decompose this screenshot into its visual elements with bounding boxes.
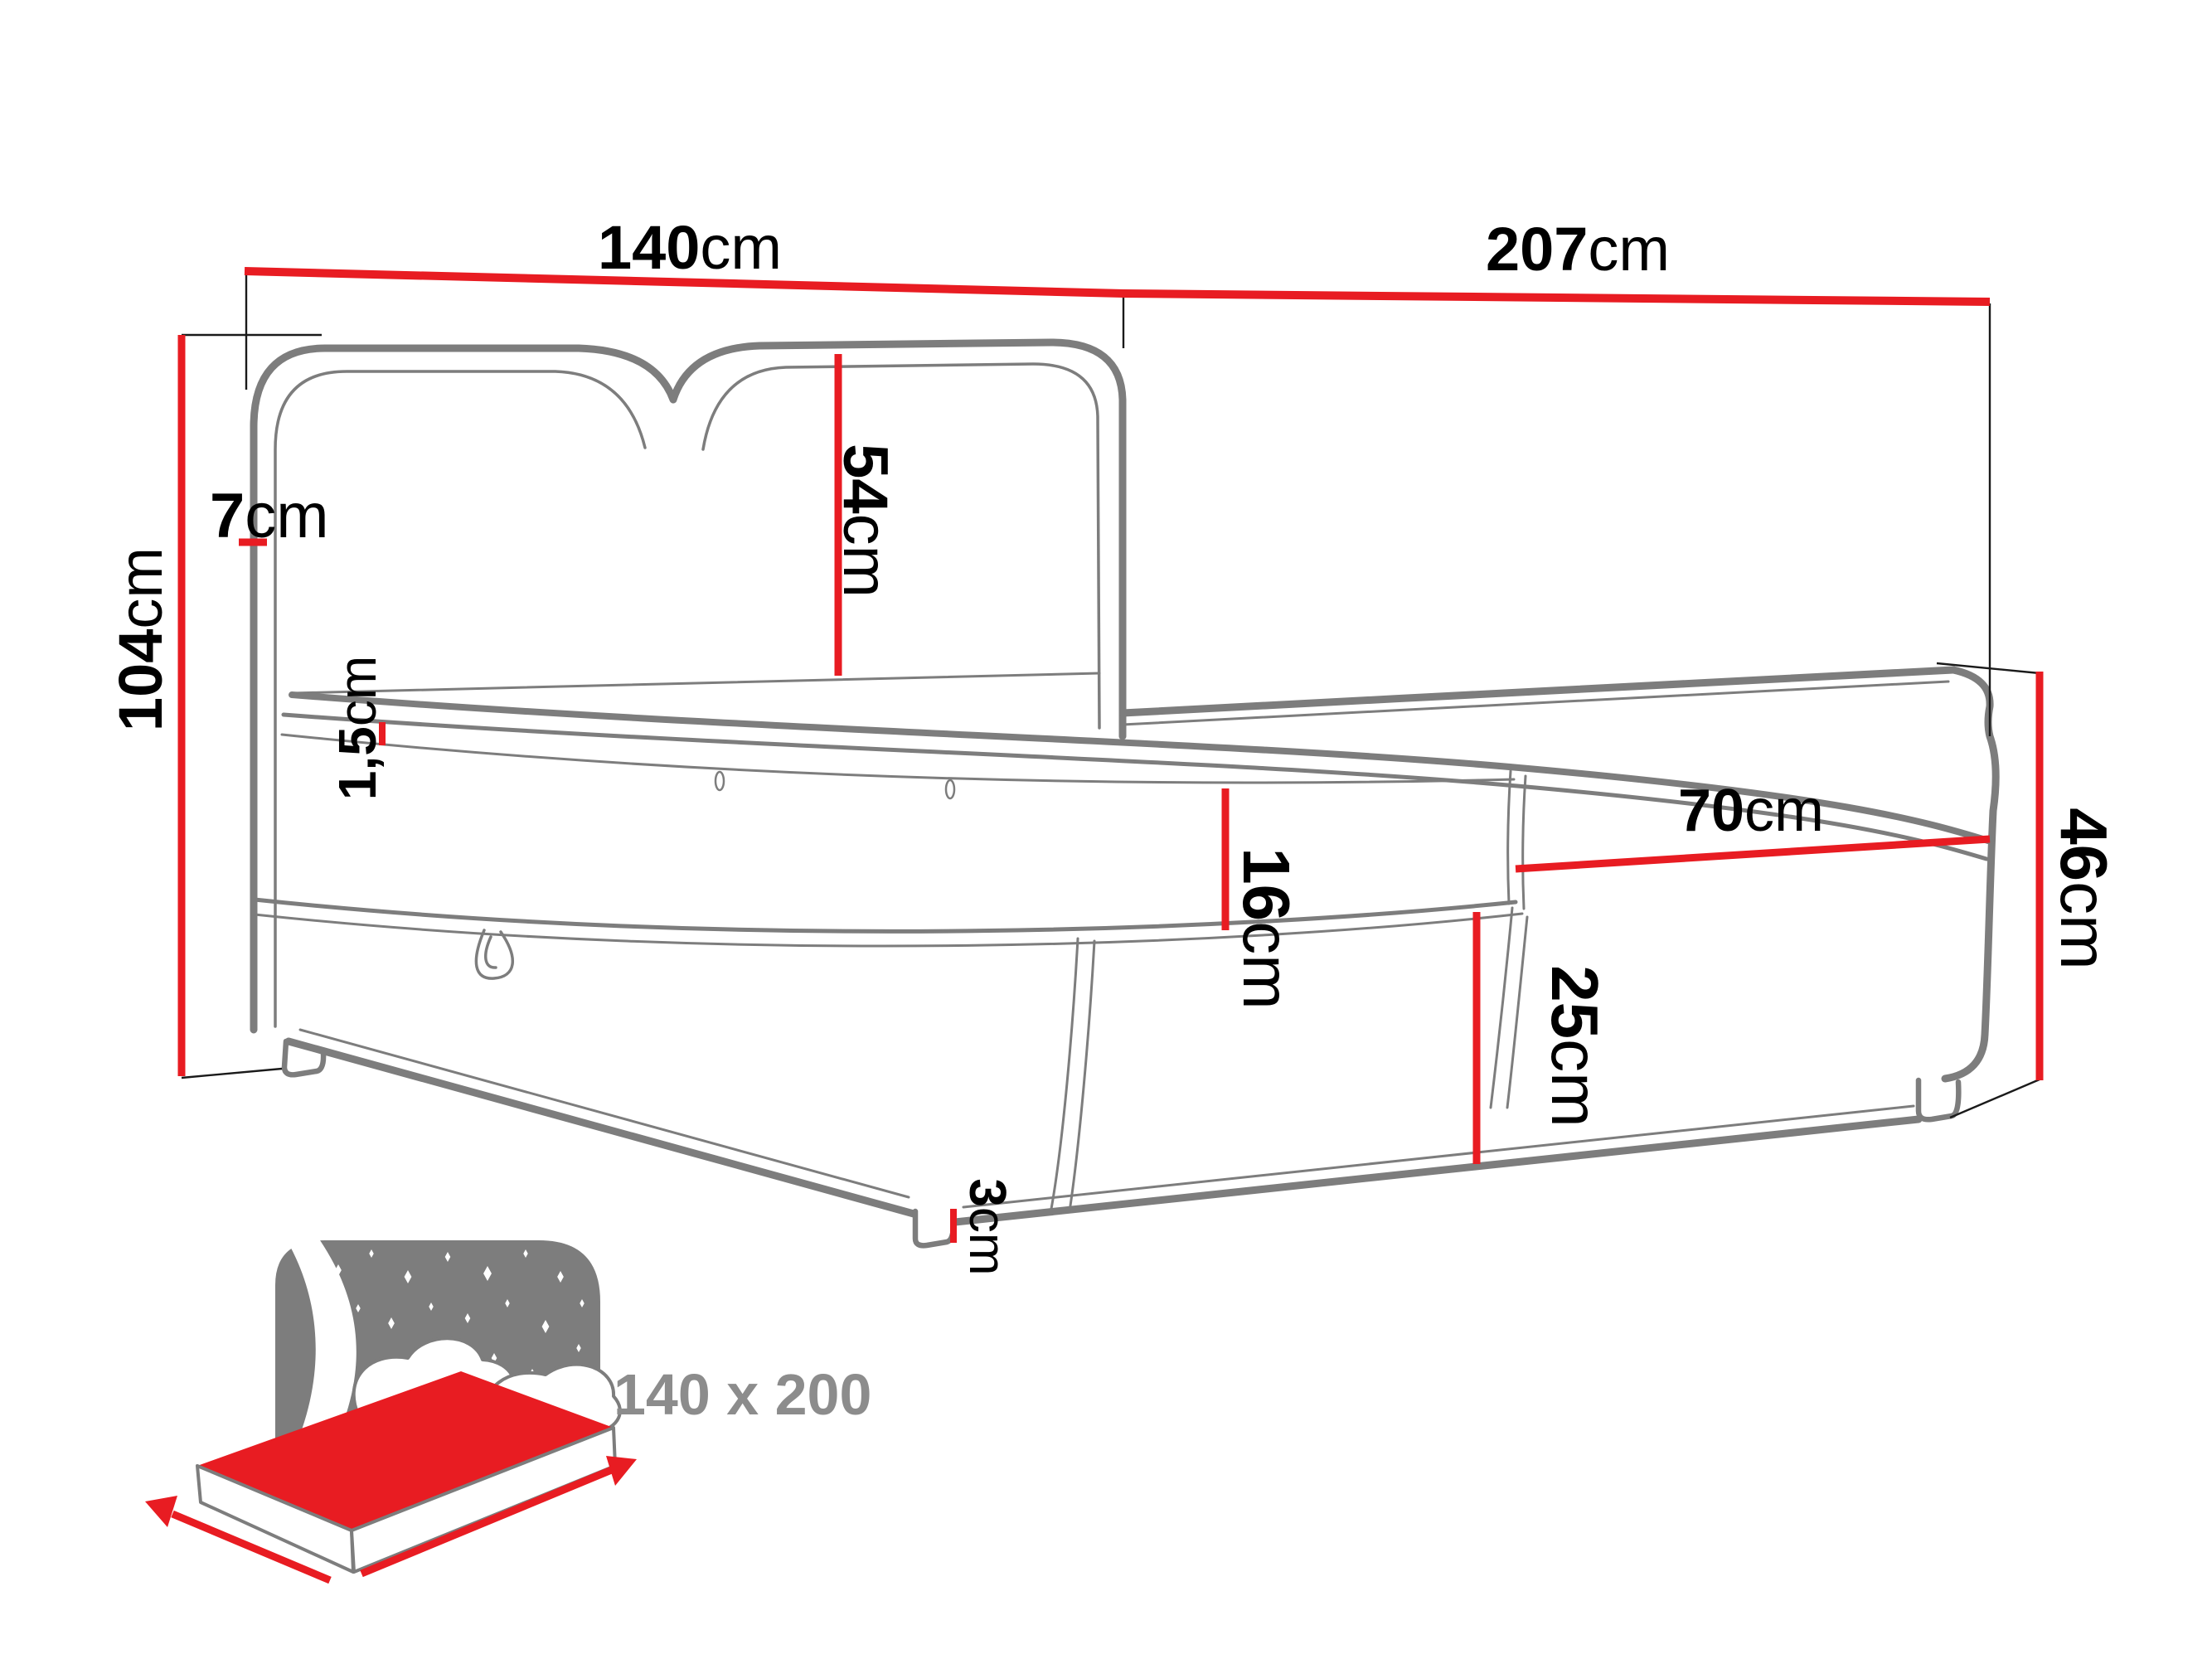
headboard-inner-left — [274, 370, 647, 1028]
corner-seam-lower-b — [1506, 915, 1529, 1109]
front-leg — [912, 1208, 957, 1249]
dim-line-width-length — [244, 267, 1991, 306]
dimension-labels: 140cm 207cm 7cm 104cm 1,5cm 54cm 16cm 70… — [106, 213, 2121, 1276]
corner-seam-upper-a — [1506, 769, 1512, 905]
extension-lines — [181, 274, 2040, 1119]
headboard-inner-right — [701, 362, 1101, 730]
corner-seam-upper-b — [1521, 774, 1527, 910]
foot-bottom-inner-line — [962, 1104, 1915, 1209]
label-base-box-25: 25cm — [1538, 965, 1612, 1128]
storage-handle — [474, 929, 514, 980]
ext-side-top — [1936, 662, 2040, 675]
label-top-box-16: 16cm — [1230, 847, 1303, 1010]
dimension-lines — [177, 267, 2044, 1243]
piping-vent-left — [714, 770, 725, 792]
left-leg — [281, 1038, 327, 1078]
corner-seam-lower-a — [1489, 906, 1514, 1109]
label-side-height-46: 46cm — [2047, 808, 2121, 970]
size-badge-label: 140 x 200 — [614, 1362, 871, 1427]
mattress-bottom-seam — [280, 733, 1516, 784]
label-headboard-panel-54: 54cm — [830, 444, 900, 598]
bed-outline — [250, 338, 2000, 1249]
far-top-edge — [1118, 666, 1957, 717]
label-length-207: 207cm — [1486, 215, 1670, 284]
far-top-inner-line — [1121, 680, 1950, 726]
lower-front-seam-a — [1050, 937, 1079, 1210]
label-foot-panel-70: 70cm — [1678, 778, 1824, 844]
label-headboard-height-104: 104cm — [106, 547, 175, 731]
mattress-piping-bottom — [281, 712, 1989, 861]
label-width-140: 140cm — [598, 213, 782, 282]
box-seam — [252, 897, 1518, 934]
foot-bottom-edge — [951, 1115, 1923, 1226]
lower-front-seam-b — [1068, 939, 1096, 1213]
icon-width-arrow — [145, 1496, 332, 1584]
mattress-piping-top — [289, 691, 1991, 844]
ext-side-bottom — [1949, 1078, 2040, 1119]
dim-line-foot-panel — [1515, 835, 1991, 873]
label-headboard-thickness-7: 7cm — [210, 481, 329, 551]
front-bottom-inner-line — [298, 1028, 910, 1199]
mattress-back-edge — [292, 672, 1101, 695]
piping-vent-right — [944, 779, 956, 800]
icon-mattress-top — [197, 1371, 614, 1530]
icon-length-arrow — [360, 1456, 637, 1578]
box-seam-inner — [253, 912, 1524, 948]
label-leg-height-3: 3cm — [958, 1178, 1016, 1275]
right-leg — [1915, 1077, 1962, 1123]
right-side-profile — [1941, 666, 2000, 1083]
headboard-outer — [250, 338, 1127, 1034]
bed-size-icon — [145, 1240, 637, 1584]
front-bottom-edge — [284, 1037, 918, 1218]
ext-headboard-bottom — [181, 1067, 283, 1079]
label-topper-edge-15: 1,5cm — [327, 656, 387, 800]
